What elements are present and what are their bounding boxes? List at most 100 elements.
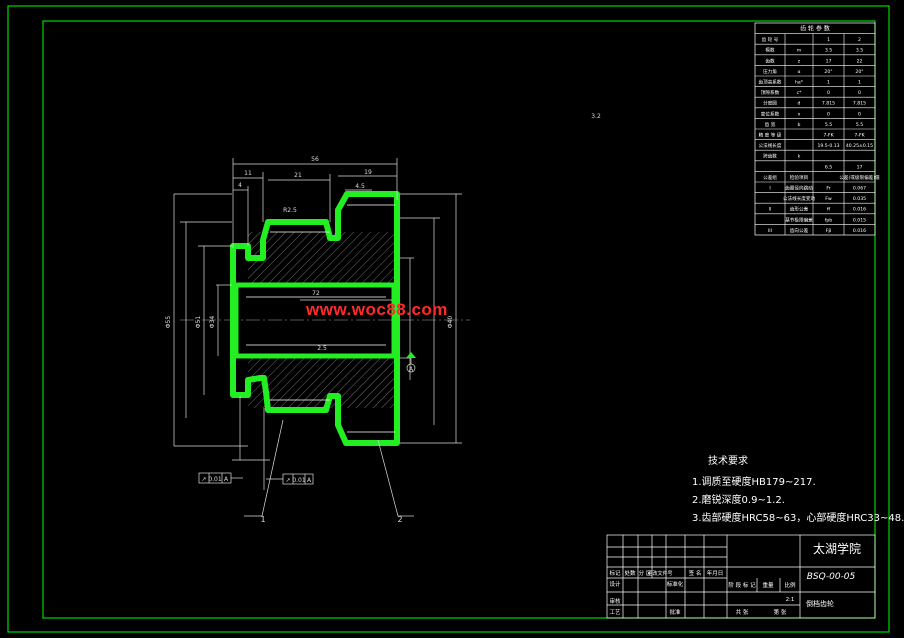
role-std: 标准化 [667,580,684,588]
outer-frame [7,5,890,633]
stage-mark: 阶 段 标 记 [728,581,756,589]
param-cell: 0 [858,111,861,117]
dim-2-5: 2.5 [317,345,327,352]
hatch-lower [248,356,398,408]
scale-label: 比例 [784,581,796,589]
drawing-number: BSQ-00-05 [807,572,856,582]
dim-21: 21 [294,172,302,179]
param-cell: 7.815 [853,101,866,107]
tol1-val: 0.01 [208,476,222,483]
param-cell: fpb [825,217,833,223]
param-cell: Fw [825,196,832,202]
param-cell: 0 [827,90,830,96]
param-cell: ff [827,207,831,213]
param-cell: k [798,154,801,160]
param-cell: 公法线长度 [759,142,782,149]
param-cell: 5.5 [825,122,832,128]
roughness-note: 3.2 [591,113,601,120]
tolerance-frame-2 [266,473,314,485]
param-cell: 20° [855,69,863,75]
part-section-view: A 56 11 21 19 4 4.5 R2.5 72 2.5 Φ55 Φ51 … [165,113,601,524]
param-cell: 齿顶高系数 [759,79,782,86]
param-cell: 齿向公差 [790,227,809,234]
hdr-3: 更改文件号 [647,570,672,577]
param-cell: 1 [827,37,830,43]
param-cell: 17 [857,164,863,170]
param-table-title: 齿 轮 参 数 [800,25,830,33]
param-cell: 公差组 [763,174,777,181]
dim-phi34: Φ34 [209,316,216,329]
param-cell: 2 [858,37,861,43]
param-cell: III [768,228,772,234]
param-cell: z [798,59,801,64]
param-cell: 20° [824,69,832,75]
param-cell: 齿圈径向跳动 [785,185,813,192]
hdr-0: 标记 [609,569,621,577]
param-cell: 0.015 [853,217,866,223]
hdr-2: 分 区 [639,569,652,577]
param-cell: 7-FK [854,133,865,139]
leader-label-2: 2 [397,515,402,524]
param-cell: 齿 轮 号 [762,36,779,43]
param-cell: Fβ [826,228,832,234]
param-cell: 0.067 [853,186,866,192]
role-approve: 批准 [669,608,681,616]
sheet-total: 共 张 [736,608,749,616]
sheet-number: 第 张 [774,608,787,616]
hdr-1: 处数 [624,569,636,577]
dim-phi-big: Φ55 [165,316,172,329]
role-design: 设计 [609,580,621,588]
param-cell: α [797,70,800,75]
param-cell: II [769,207,772,213]
dim-r25: R2.5 [283,207,297,214]
param-cell: 0 [827,111,830,117]
param-cell: c* [797,90,803,96]
param-cell: 22 [857,58,863,64]
hdr-5: 年月日 [707,569,724,577]
param-cell: I [769,186,770,192]
tol2-sym: ↗ [285,477,290,484]
dim-4: 4 [238,182,242,189]
inner-frame [42,20,876,619]
dim-phi51: Φ51 [195,316,202,329]
watermark: www.woc88.com [306,300,448,319]
param-cell: 压力角 [763,68,777,75]
param-cell: 基节极限偏差 [785,216,813,223]
param-cell: 齿数 [765,57,775,64]
param-cell: 变位系数 [761,110,780,117]
bore-outline [233,282,397,359]
technical-requirements: 技术要求 1.调质至硬度HB179~217. 2.磨锐深度0.9~1.2. 3.… [692,452,904,527]
param-cell: 0 [858,90,861,96]
tol2-val: 0.01 [292,477,306,484]
param-cell: 17 [826,58,832,64]
part-outline [230,191,400,446]
param-cell: Fr [826,186,830,192]
school-name: 太湖学院 [813,541,861,556]
param-cell: 齿 宽 [765,121,776,128]
tol1-sym: ↗ [201,476,206,483]
tol1-ref: A [224,476,229,483]
tech-title: 技术要求 [708,456,748,467]
hatch-upper [248,232,398,287]
dim-phi40: Φ40 [447,316,454,329]
dim-56: 56 [311,156,319,163]
part-name: 倒档齿轮 [806,599,834,608]
param-cell: 公法线长度变动 [783,195,816,202]
param-cell: 检验项目 [790,174,808,181]
param-cell: 3.5 [825,48,832,54]
tech-line-3: 3.齿部硬度HRC58~63，心部硬度HRC33~48. [692,513,904,524]
dim-11: 11 [244,170,252,177]
dim-72: 72 [312,290,320,297]
param-cell: 分度圆 [763,100,777,107]
dim-4-5: 4.5 [355,183,365,190]
title-block [606,534,876,619]
param-cell: x [798,112,801,117]
role-craft: 工艺 [609,609,621,616]
param-cell: ha* [795,80,804,86]
role-review: 审核 [609,597,621,605]
param-cell: 5.5 [856,122,863,128]
param-cell: 跨齿数 [763,153,777,160]
datum-label: A [409,366,414,373]
param-cell: 3.5 [856,48,863,54]
